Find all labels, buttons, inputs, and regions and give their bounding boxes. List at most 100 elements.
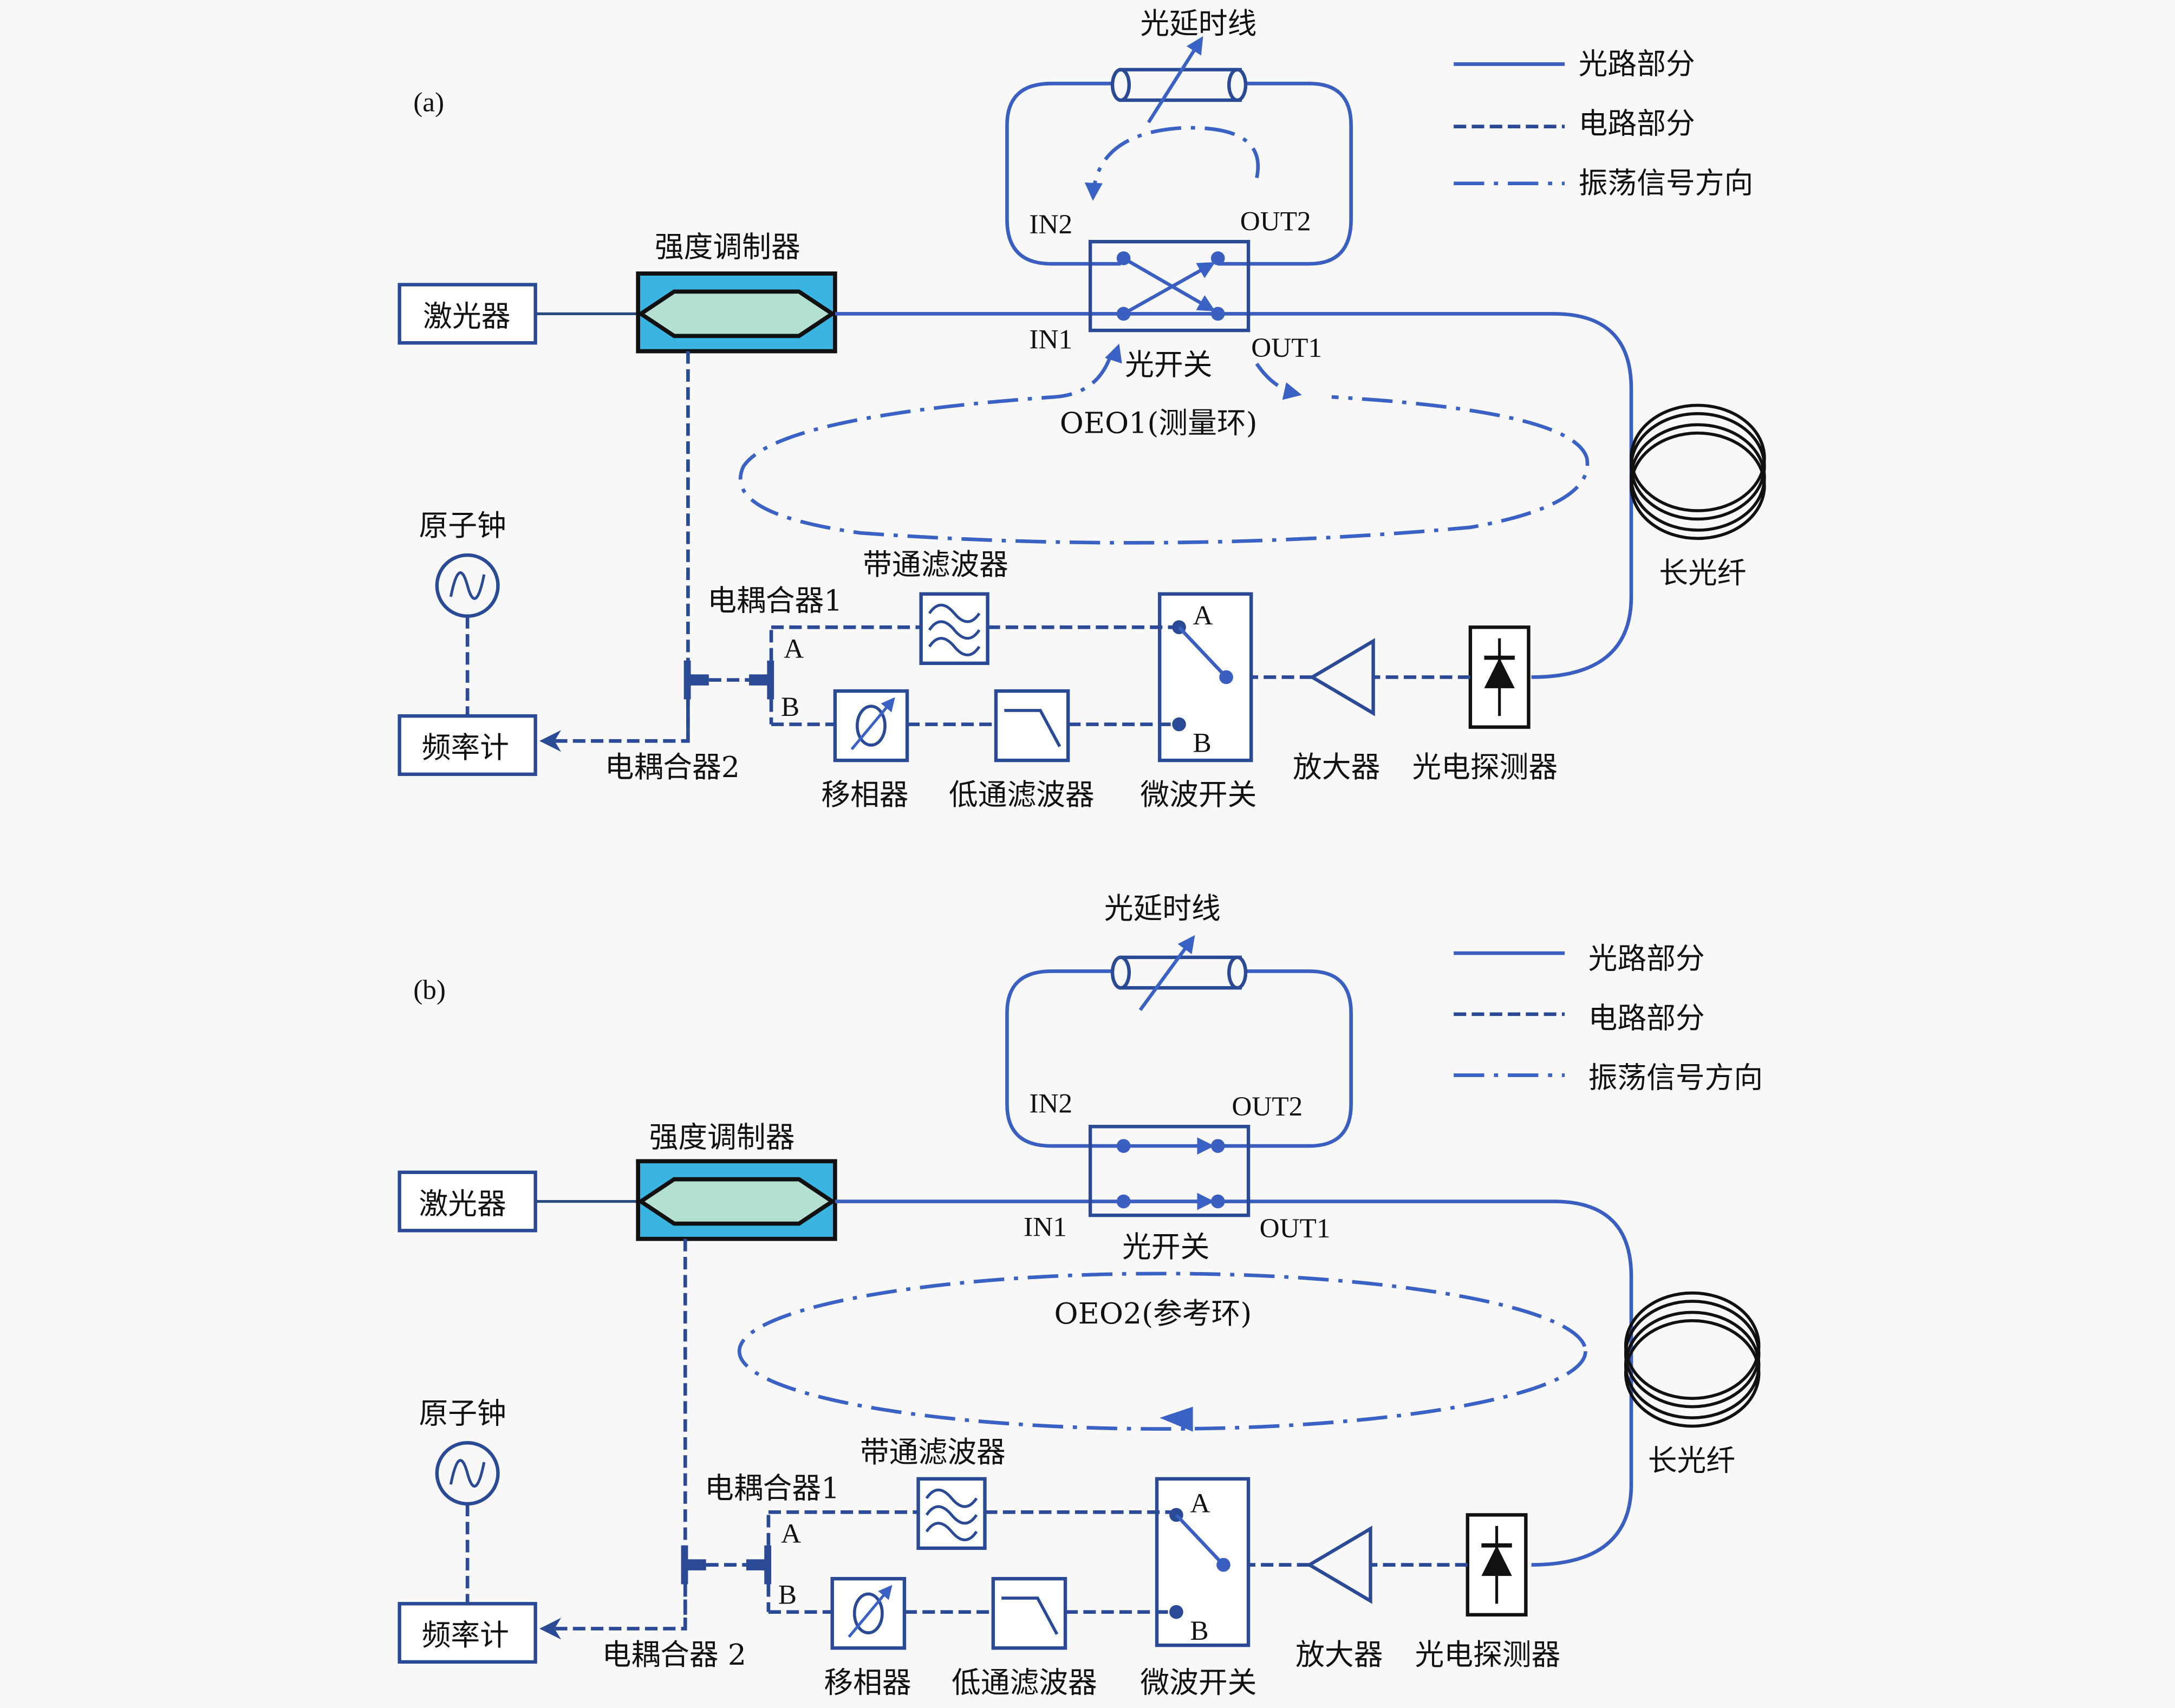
coupler2-label: 电耦合器 2 xyxy=(602,1638,746,1672)
lowpass-label: 低通滤波器 xyxy=(952,1665,1097,1699)
laser-label: 激光器 xyxy=(419,1187,506,1221)
optical-main-path xyxy=(835,312,1633,679)
phase-shifter-icon xyxy=(848,1585,893,1638)
panel-a-tag: (a) xyxy=(413,87,444,118)
legend-b-electrical-label: 电路部分 xyxy=(1588,1001,1705,1035)
coupler1-label: 电耦合器1 xyxy=(707,584,842,618)
coupler2-to-counter-line xyxy=(539,1584,687,1640)
modulator-label: 强度调制器 xyxy=(649,1120,795,1155)
coupler1-port-a: A xyxy=(784,634,804,664)
coupler2-to-counter-line xyxy=(539,699,690,752)
fiber-coil-icon xyxy=(1624,1291,1761,1428)
oeo1-arrow-out xyxy=(1255,362,1302,400)
mw-switch-lever xyxy=(1175,1514,1225,1566)
mw-switch-label: 微波开关 xyxy=(1140,778,1256,812)
coupler1-label: 电耦合器1 xyxy=(705,1471,839,1505)
legend-b-oscillation-label: 振荡信号方向 xyxy=(1588,1061,1763,1095)
lowpass-filter-icon xyxy=(1004,709,1062,747)
delay-line-label: 光延时线 xyxy=(1104,891,1221,925)
amplifier-label: 放大器 xyxy=(1295,1638,1383,1672)
bandpass-label: 带通滤波器 xyxy=(860,1435,1006,1469)
oeo2-loop-path xyxy=(737,1272,1587,1431)
coupler2-icon xyxy=(683,660,709,700)
optical-switch-box xyxy=(1088,240,1251,333)
delay-loop-fiber xyxy=(1005,969,1353,1148)
legend-b-optical-label: 光路部分 xyxy=(1588,941,1705,975)
clock-label: 原子钟 xyxy=(419,509,506,543)
legend: 光路部分 电路部分 振荡信号方向 xyxy=(1454,47,1753,200)
panel-a: (a) 激光器 强度调制器 光延时线 IN2 xyxy=(398,6,1766,812)
panel-b-tag: (b) xyxy=(413,975,446,1006)
sine-wave-icon xyxy=(449,571,486,600)
modulator-waveguide xyxy=(637,1177,836,1226)
amplifier-icon xyxy=(1308,638,1375,716)
optical-switch-cross xyxy=(1116,251,1225,321)
panel-b: (b) 激光器 强度调制器 光延时线 IN2 OUT2 IN1 OUT1 光 xyxy=(398,891,1761,1699)
lowpass-filter-box xyxy=(991,1577,1067,1650)
lowpass-filter-box xyxy=(994,689,1070,762)
photodiode-icon xyxy=(1481,1526,1512,1604)
coupler1-port-a: A xyxy=(781,1518,801,1549)
out1-label: OUT1 xyxy=(1260,1213,1331,1244)
optical-switch-box xyxy=(1088,1125,1251,1217)
amplifier-icon xyxy=(1306,1526,1372,1604)
photodiode-icon xyxy=(1484,638,1515,716)
laser-label: 激光器 xyxy=(423,299,510,333)
oeo2-direction-arrow xyxy=(1160,1406,1193,1432)
delay-line-label: 光延时线 xyxy=(1140,6,1256,41)
photodetector-label: 光电探测器 xyxy=(1412,750,1558,784)
coupler2-icon xyxy=(681,1545,706,1585)
optical-switch-label: 光开关 xyxy=(1122,1230,1209,1264)
coupler1-icon xyxy=(749,660,774,700)
phase-shifter-label: 移相器 xyxy=(821,778,908,812)
oeo1-loop-path xyxy=(739,357,1590,545)
optical-main-path xyxy=(835,1199,1633,1567)
oeo1-label: OEO1(测量环) xyxy=(1060,406,1258,440)
mw-switch-lever xyxy=(1177,626,1228,679)
oeo1-arrow-in xyxy=(1105,343,1122,364)
phase-shifter-label: 移相器 xyxy=(824,1665,911,1699)
counter-label: 频率计 xyxy=(422,1618,509,1652)
coupler1-port-b: B xyxy=(781,692,799,722)
in2-label: IN2 xyxy=(1029,1088,1072,1119)
clock-label: 原子钟 xyxy=(419,1396,506,1430)
delay-line-icon xyxy=(1110,935,1248,1012)
mw-switch-a-label: A xyxy=(1190,1488,1210,1518)
mw-switch-b-label: B xyxy=(1193,728,1212,759)
legend-oscillation-label: 振荡信号方向 xyxy=(1579,166,1754,200)
lowpass-filter-icon xyxy=(1001,1596,1059,1635)
fiber-coil-icon xyxy=(1630,403,1766,540)
coupler2-label: 电耦合器2 xyxy=(605,750,740,784)
in2-label: IN2 xyxy=(1029,209,1072,240)
amplifier-label: 放大器 xyxy=(1293,750,1380,784)
bandpass-label: 带通滤波器 xyxy=(863,547,1008,582)
coupler1-icon xyxy=(746,1545,772,1585)
photodetector-label: 光电探测器 xyxy=(1415,1638,1560,1672)
bandpass-filter-icon xyxy=(928,603,981,656)
delay-line-icon xyxy=(1110,36,1248,123)
lowpass-label: 低通滤波器 xyxy=(949,778,1095,812)
out2-label: OUT2 xyxy=(1232,1091,1303,1122)
legend-b: 光路部分 电路部分 振荡信号方向 xyxy=(1454,941,1763,1095)
legend-optical-label: 光路部分 xyxy=(1579,47,1695,81)
optical-switch-label: 光开关 xyxy=(1125,348,1212,382)
phase-shifter-icon xyxy=(850,697,895,751)
coupler1-port-b: B xyxy=(778,1579,797,1610)
fiber-label: 长光纤 xyxy=(1659,556,1746,590)
optical-switch-bar xyxy=(1116,1137,1225,1210)
mw-switch-port-b xyxy=(1169,1605,1183,1619)
counter-box xyxy=(398,714,537,776)
sine-wave-icon xyxy=(449,1459,486,1488)
mw-switch-b-label: B xyxy=(1190,1615,1209,1646)
bandpass-filter-icon xyxy=(925,1488,978,1541)
out2-label: OUT2 xyxy=(1240,206,1311,237)
counter-label: 频率计 xyxy=(422,731,509,765)
counter-box xyxy=(398,1602,537,1664)
legend-electrical-label: 电路部分 xyxy=(1579,106,1695,140)
modulator-waveguide xyxy=(637,289,836,338)
mw-switch-a-label: A xyxy=(1193,600,1213,631)
laser-box xyxy=(398,283,537,345)
delay-loop-oscillation-arrow xyxy=(1084,126,1260,201)
in1-label: IN1 xyxy=(1029,324,1072,355)
